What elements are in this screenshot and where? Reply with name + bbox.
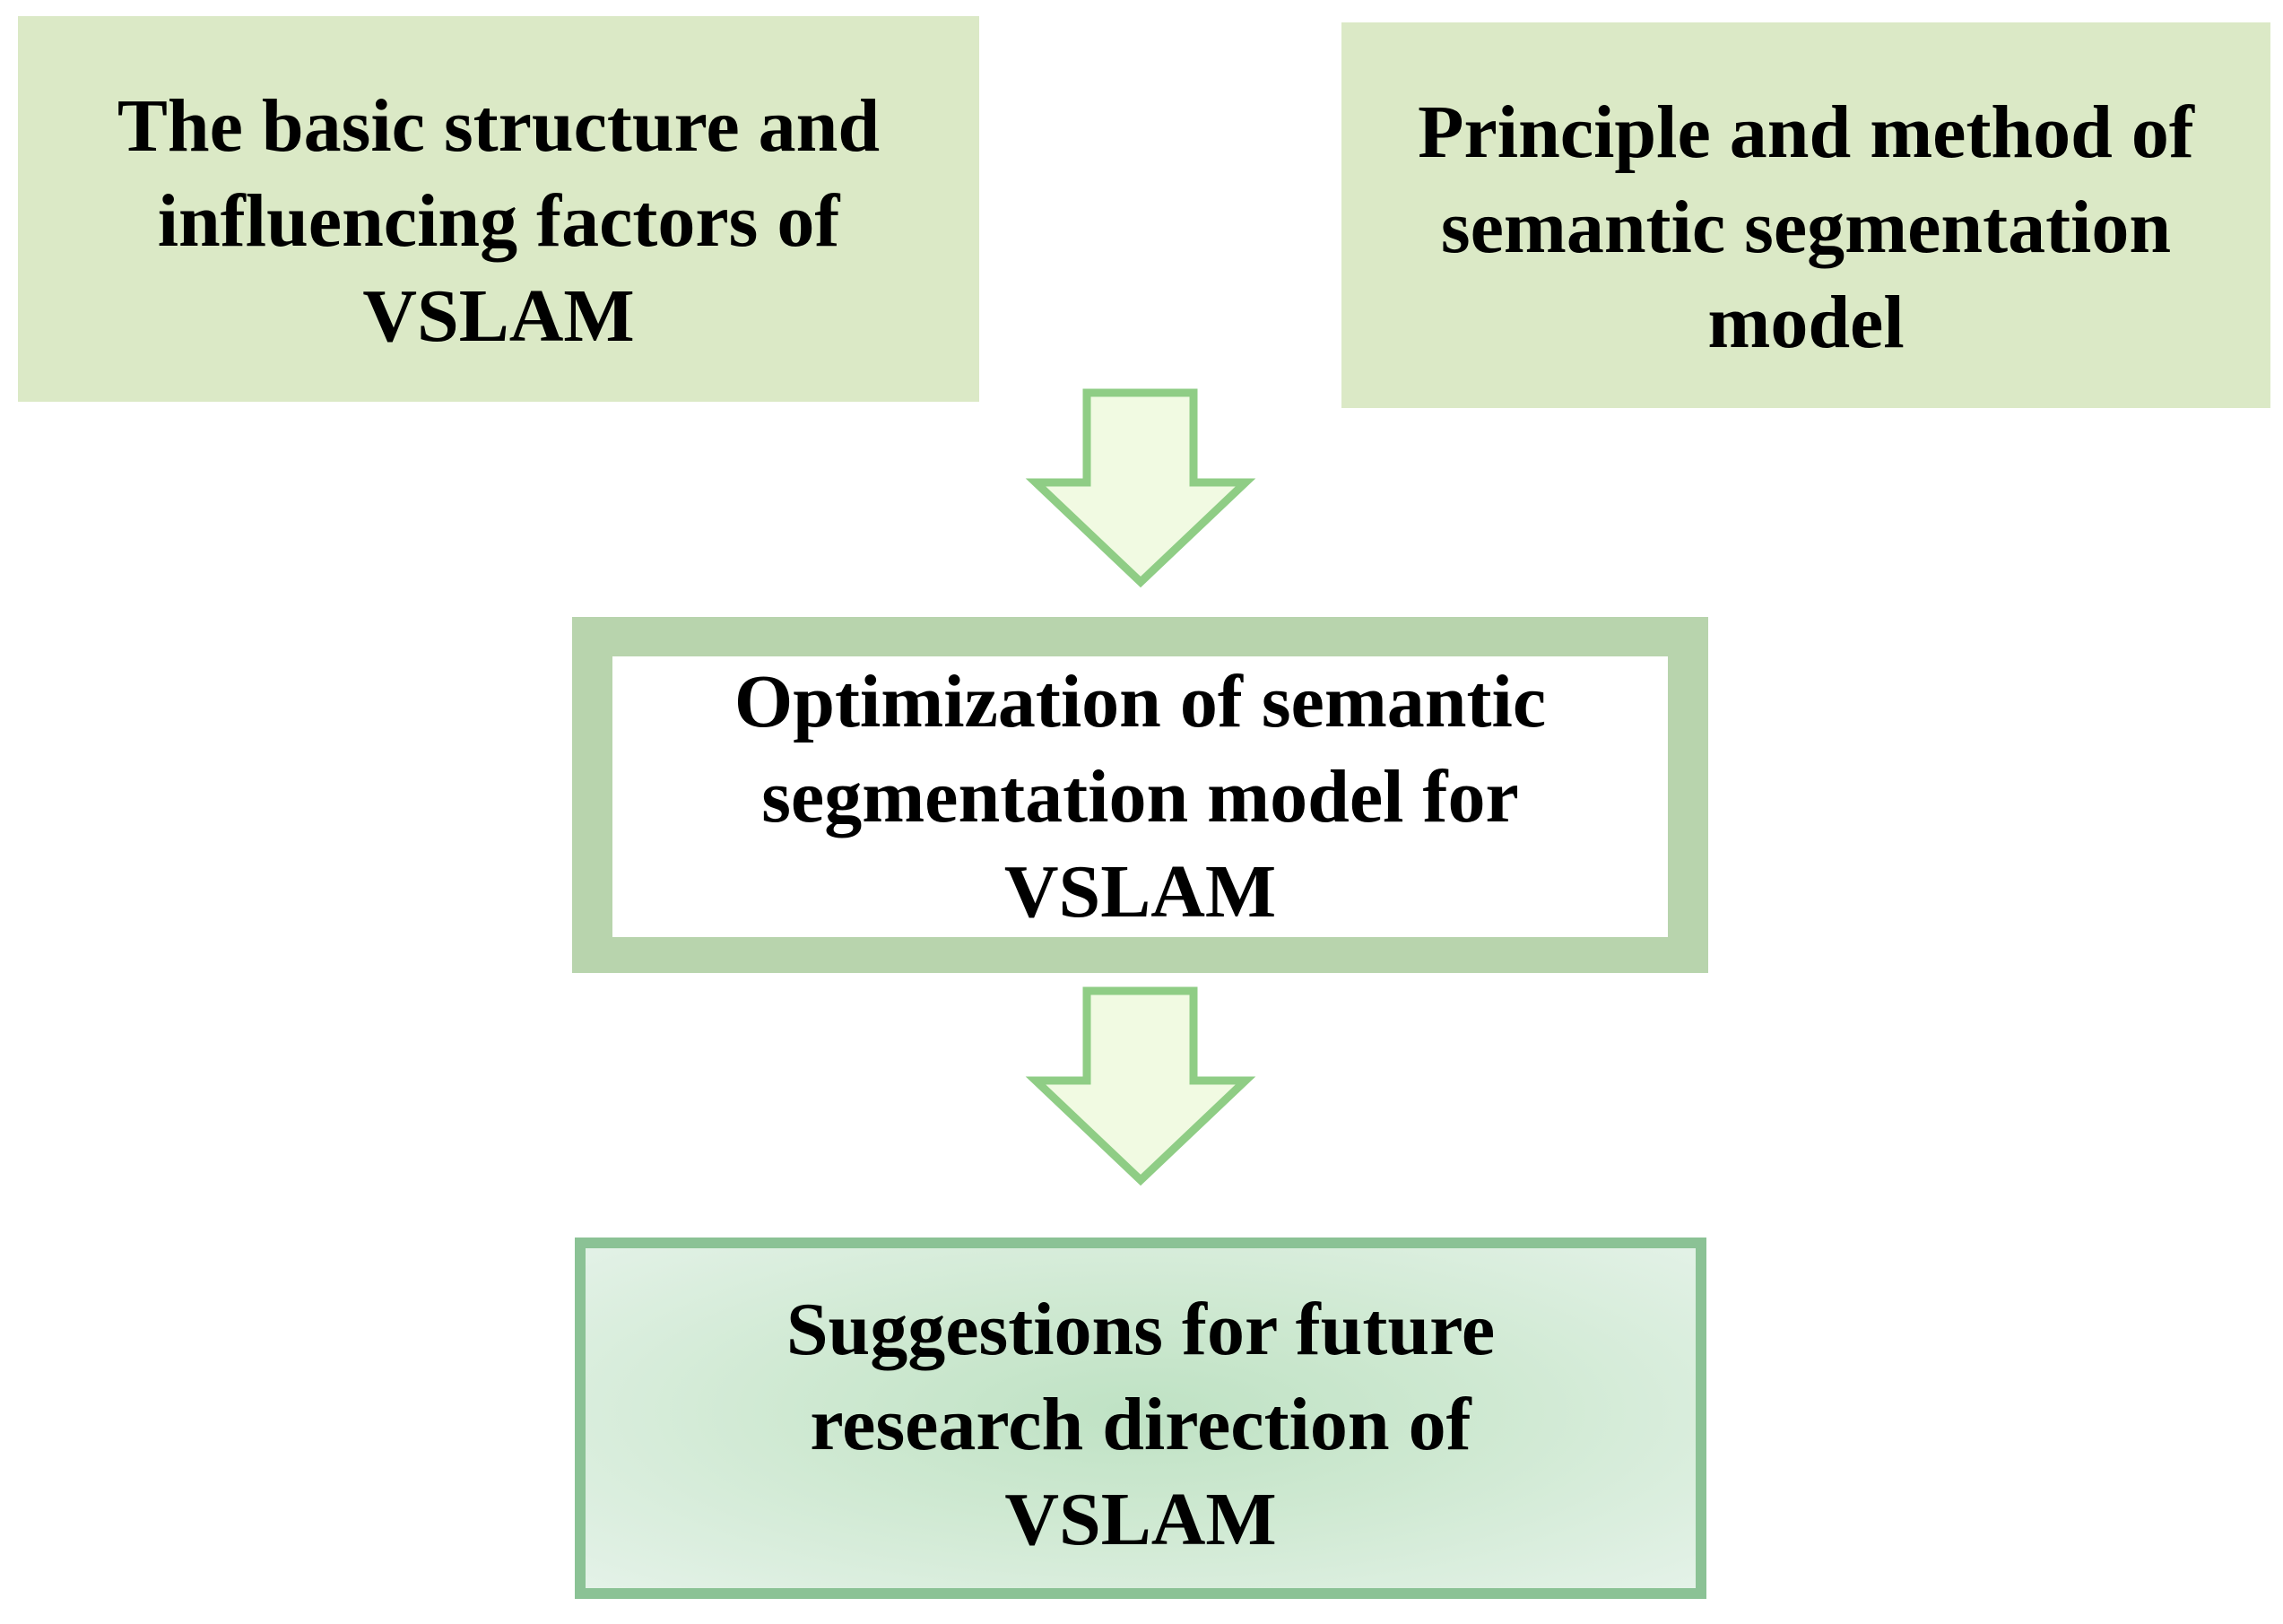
box-text-line: VSLAM <box>1004 1477 1277 1561</box>
box-text-line: The basic structure and <box>117 84 881 168</box>
down-block-arrow-icon <box>1025 986 1256 1186</box>
box-text-line: Suggestions for future <box>786 1287 1496 1371</box>
box-optimization-inner: Optimization of semantic segmentation mo… <box>612 656 1668 937</box>
box-principle-method: Principle and method of semantic segment… <box>1341 22 2270 408</box>
box-text-line: semantic segmentation <box>1440 186 2172 269</box>
box-text-line: VSLAM <box>1003 849 1277 934</box>
box-text-line: research direction of <box>810 1382 1471 1466</box>
box-optimization: Optimization of semantic segmentation mo… <box>572 617 1708 973</box>
box-text-line: segmentation model for <box>761 754 1519 838</box>
box-text-line: Principle and method of <box>1418 91 2194 174</box>
box-basic-structure-vslam: The basic structure and influencing fact… <box>18 16 979 402</box>
box-text-line: model <box>1707 281 1905 364</box>
box-suggestions: Suggestions for future research directio… <box>575 1238 1706 1599</box>
box-text-line: influencing factors of <box>157 179 840 263</box>
box-text-line: VSLAM <box>362 274 635 358</box>
box-text-line: Optimization of semantic <box>734 659 1547 743</box>
down-block-arrow-icon <box>1025 388 1256 588</box>
